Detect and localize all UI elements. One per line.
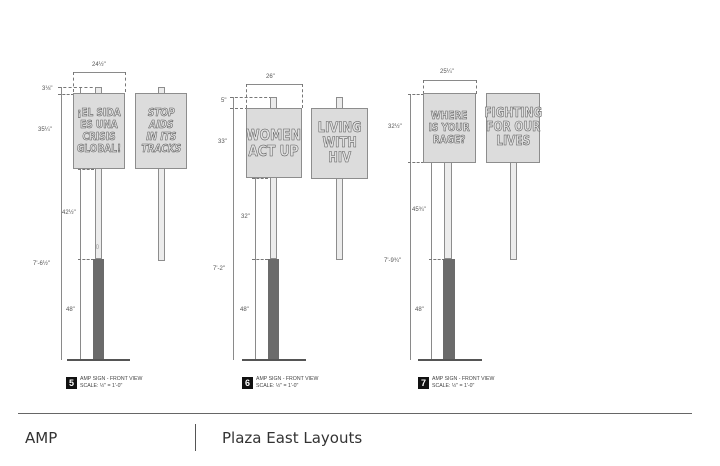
footer-separator: [195, 424, 196, 451]
sign-pole: [95, 87, 102, 259]
drawing-number: 6: [242, 376, 253, 389]
top-extension: [230, 97, 272, 98]
upper-pole-dimension: 45¾": [412, 207, 426, 213]
total-height-dimension: 7'-6½": [33, 261, 50, 267]
ground-line: [67, 359, 130, 361]
segment-height-line: [255, 108, 256, 360]
caption-scale: SCALE: ½" = 1'-0": [256, 382, 299, 389]
width-dimension: 24½": [92, 62, 106, 68]
width-extension-left: [246, 84, 247, 108]
ground-line: [242, 359, 306, 361]
footer-project-name: AMP: [25, 429, 58, 447]
width-dimension-line: [73, 72, 125, 73]
sign-b-slogan: FIGHTING FOR OUR LIVES: [484, 105, 542, 150]
base-dimension: 48": [415, 307, 424, 313]
sign-bottom-extension: [78, 169, 94, 170]
sign-height-dimension: 35¼": [38, 127, 52, 133]
base-dimension: 48": [66, 307, 75, 313]
segment-height-line: [80, 87, 81, 360]
sign-pole: [270, 97, 277, 259]
pole-base: [268, 259, 279, 360]
width-extension-left: [73, 72, 74, 92]
width-dimension: 26": [266, 74, 275, 80]
drawing-caption: 7 AMP SIGN - FRONT VIEW SCALE: ½" = 1'-0…: [418, 376, 494, 389]
width-extension-right: [302, 84, 303, 108]
top-dimension: 5": [221, 98, 227, 104]
total-height-dimension: 7'-2": [213, 266, 225, 272]
base-dimension: 48": [240, 307, 249, 313]
base-top-extension: [429, 259, 445, 260]
sign-b-slogan: STOP AIDS IN ITS TRACKS: [141, 106, 181, 155]
width-extension-left: [423, 80, 424, 94]
sign-pole: [444, 160, 452, 259]
sign-height-dimension: 32½": [388, 124, 402, 130]
sign-top-extension: [58, 94, 74, 95]
sign-pole-b: [158, 87, 165, 261]
footer-divider: [18, 413, 692, 414]
caption-title: AMP SIGN - FRONT VIEW: [80, 376, 143, 382]
base-top-extension: [78, 259, 94, 260]
total-height-line: [233, 97, 234, 360]
drawing-caption: 5 AMP SIGN - FRONT VIEW SCALE: ½" = 1'-0…: [66, 376, 142, 389]
pole-base: [443, 259, 455, 360]
protest-sign-a: WOMEN ACT UP: [246, 108, 302, 178]
drawing-number: 5: [66, 376, 77, 389]
sign-bottom-extension: [408, 162, 424, 163]
sign-a-slogan: ¡EL SIDA ES UNA CRISIS GLOBAL!: [76, 106, 122, 155]
drawing-caption: 6 AMP SIGN - FRONT VIEW SCALE: ½" = 1'-0…: [242, 376, 318, 389]
upper-pole-dimension: 42½": [62, 210, 76, 216]
protest-sign-b: STOP AIDS IN ITS TRACKS: [135, 93, 187, 169]
sign-pole-b: [510, 160, 517, 260]
sign-a-slogan: WHERE IS YOUR RAGE?: [428, 109, 471, 146]
sign-b-slogan: LIVING WITH HIV: [317, 119, 362, 167]
width-dimension-line: [246, 84, 302, 85]
protest-sign-b: LIVING WITH HIV: [311, 108, 368, 179]
sign-a-slogan: WOMEN ACT UP: [246, 125, 302, 160]
protest-sign-a: WHERE IS YOUR RAGE?: [423, 93, 476, 163]
width-dimension: 25¼": [440, 69, 454, 75]
footer-sheet-title: Plaza East Layouts: [222, 429, 363, 447]
base-top-extension: [252, 259, 268, 260]
sign-top-extension: [408, 94, 424, 95]
total-height-line: [61, 87, 62, 360]
caption-title: AMP SIGN - FRONT VIEW: [432, 376, 495, 382]
width-extension-right: [125, 72, 126, 92]
pole-base: [93, 259, 104, 360]
upper-pole-dimension: 32": [241, 214, 250, 220]
total-height-line: [410, 94, 411, 360]
ground-line: [418, 359, 482, 361]
segment-height-line: [431, 94, 432, 360]
sign-bottom-extension: [252, 178, 268, 179]
top-extension: [58, 87, 98, 88]
sign-height-dimension: 33": [218, 139, 227, 145]
protest-sign-b: FIGHTING FOR OUR LIVES: [484, 93, 542, 163]
drawing-number: 7: [418, 376, 429, 389]
caption-title: AMP SIGN - FRONT VIEW: [256, 376, 319, 382]
protest-sign-a: ¡EL SIDA ES UNA CRISIS GLOBAL!: [73, 93, 125, 169]
caption-scale: SCALE: ½" = 1'-0": [432, 382, 475, 389]
top-dimension: 3⅛": [42, 86, 53, 92]
pole-tag: ▯: [96, 244, 99, 250]
sign-top-extension: [230, 108, 248, 109]
width-extension-right: [476, 80, 477, 94]
width-dimension-line: [423, 80, 476, 81]
caption-scale: SCALE: ½" = 1'-0": [80, 382, 123, 389]
total-height-dimension: 7'-9¾": [384, 258, 401, 264]
